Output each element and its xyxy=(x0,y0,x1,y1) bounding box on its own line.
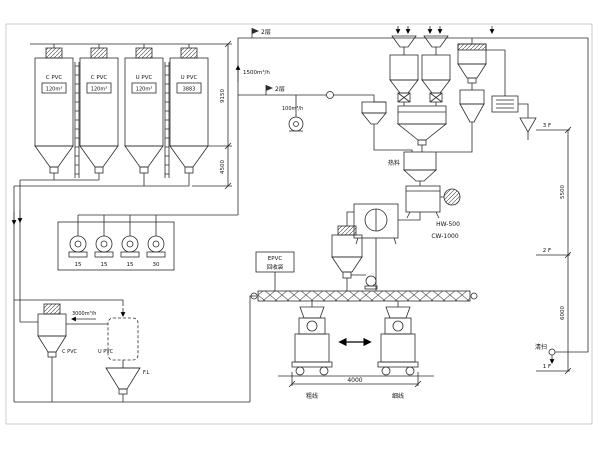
packing-stations: 4000 粗线 细线 xyxy=(278,306,434,400)
hot-material-hopper: 热料 xyxy=(388,151,438,186)
floor-label: 2 F xyxy=(543,248,551,254)
pneumatic-lines: 1500m³/h 2层 2层 100m³/h xyxy=(235,28,589,353)
silo-capacity-label: 3883 xyxy=(183,87,196,93)
ladder xyxy=(74,62,80,178)
silo-name-label: U PVC xyxy=(136,75,153,81)
blower-power-label: 15 xyxy=(101,262,108,268)
level-flag-mid: 2层 xyxy=(265,85,285,95)
screw-conveyor xyxy=(250,290,478,307)
packing-dimension: 4000 xyxy=(288,372,422,388)
blower-4: 30 xyxy=(146,235,166,268)
equipment-label: 回收袋 xyxy=(267,263,284,271)
equipment-label: HW-500 xyxy=(436,221,460,228)
recycle-section: EPVC 回收袋 xyxy=(250,211,478,307)
elevation-marks: 3 F 2 F 1 F 5500 6000 清扫 xyxy=(535,123,572,375)
collector-pipes xyxy=(13,179,189,402)
weighing-section xyxy=(361,26,537,153)
blower-3: 15 xyxy=(120,235,140,268)
silo-capacity-label: 120m³ xyxy=(136,87,152,93)
floor-label: 3 F xyxy=(543,123,551,129)
dimension-label: 4000 xyxy=(347,377,362,384)
material-label: U PVC xyxy=(98,349,114,355)
flow-rate-label: 3000m³/h xyxy=(72,311,96,317)
floor-label: 1 F xyxy=(543,364,551,370)
filter-bag xyxy=(14,299,139,368)
packing-station-1 xyxy=(291,306,333,376)
flow-rate-label: 100m³/h xyxy=(282,106,303,112)
mixer-section: 热料 HW-500 CW-1000 xyxy=(353,151,461,291)
flow-rate-label: 1500m³/h xyxy=(243,69,270,76)
dimension-label: 4500 xyxy=(220,160,226,174)
silo-3: U PVC 120m³ xyxy=(124,47,164,186)
equipment-label: 清扫 xyxy=(535,343,547,351)
line-label: 粗线 xyxy=(306,392,318,400)
floor-level-label: F.L xyxy=(143,370,150,376)
silo-farm: C PVC 120m³ C PVC 120m³ U PVC 120m³ xyxy=(11,43,210,402)
silo-name-label: C PVC xyxy=(46,75,63,81)
dimension-label: 9150 xyxy=(220,89,226,103)
exhaust-fan xyxy=(486,49,537,140)
silo-dimensions: 9150 4500 xyxy=(192,40,232,190)
blower-power-label: 30 xyxy=(153,262,160,268)
feeder-blower: 100m³/h xyxy=(282,95,304,132)
blower-station: 15 15 15 30 xyxy=(57,214,238,271)
cleaning-point: 清扫 xyxy=(535,343,556,364)
return-pipe xyxy=(14,295,256,403)
blower-power-label: 15 xyxy=(127,262,134,268)
blower-2: 15 xyxy=(94,235,114,268)
silo-4: U PVC 3883 xyxy=(169,47,209,186)
silo-1: C PVC 120m³ xyxy=(34,47,74,180)
level-flag-label: 2层 xyxy=(275,86,285,93)
level-flag-top: 2层 xyxy=(251,28,271,38)
bag-dump-station: 3000m³/h C PVC U PVC F.L xyxy=(14,295,256,403)
receiver-cyclone xyxy=(20,303,108,402)
discharge-hopper xyxy=(105,367,141,402)
packing-station-2 xyxy=(377,306,419,376)
additive-bin xyxy=(361,101,387,114)
rotary-valve xyxy=(429,92,443,103)
ladder xyxy=(164,62,170,178)
dimension-label: 6000 xyxy=(560,306,566,320)
equipment-label: 热料 xyxy=(388,159,400,167)
silo-capacity-label: 120m³ xyxy=(91,87,107,93)
blower-1: 15 xyxy=(68,235,88,268)
additive-cone xyxy=(361,112,387,125)
cyclone xyxy=(436,89,485,153)
weigh-hopper xyxy=(396,105,448,152)
line-label: 细线 xyxy=(392,392,404,400)
equipment-label: CW-1000 xyxy=(431,233,458,240)
level-flag-label: 2层 xyxy=(261,29,271,36)
receiving-filter xyxy=(457,38,487,90)
blower-power-label: 15 xyxy=(75,262,82,268)
recycle-bag-box: EPVC 回收袋 xyxy=(255,251,295,291)
material-label: C PVC xyxy=(62,349,78,355)
rotary-valve xyxy=(397,92,411,103)
equipment-label: EPVC xyxy=(268,256,283,262)
additive-line xyxy=(373,101,413,152)
hot-mixer: HW-500 CW-1000 xyxy=(405,185,461,240)
drawing-border xyxy=(5,23,593,425)
center-cyclone xyxy=(331,211,378,291)
silo-name-label: U PVC xyxy=(181,75,198,81)
cooling-mixer xyxy=(353,203,421,291)
inline-valve xyxy=(326,91,334,99)
silo-capacity-label: 120m³ xyxy=(46,87,62,93)
silo-name-label: C PVC xyxy=(91,75,108,81)
silo-2: C PVC 120m³ xyxy=(79,47,119,180)
dimension-label: 5500 xyxy=(560,185,566,199)
